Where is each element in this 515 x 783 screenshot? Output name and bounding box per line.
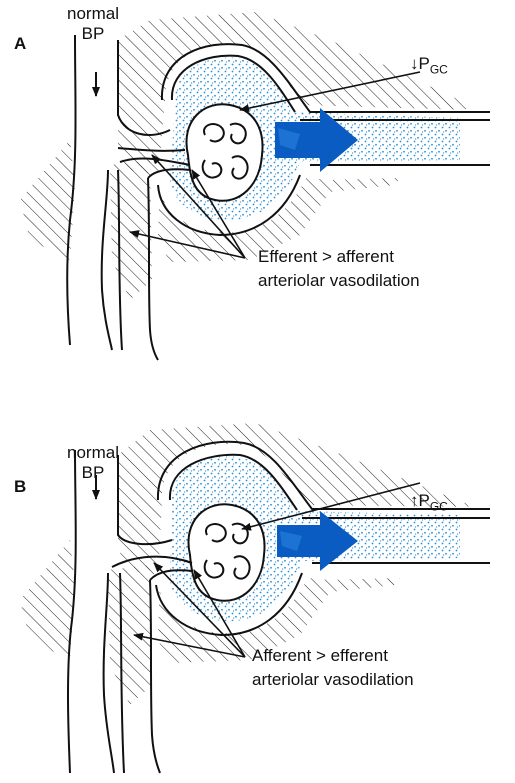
pgc-subscript: GC xyxy=(430,62,448,76)
pgc-label: ↓PGC xyxy=(410,54,448,76)
bp-label-line2: BP xyxy=(62,463,124,483)
glomerular-tuft xyxy=(186,104,262,201)
bp-label-line1: normal xyxy=(62,443,124,463)
panel-label: B xyxy=(14,477,26,497)
interstitial-tissue-strip xyxy=(110,160,152,300)
interstitial-tissue-left xyxy=(20,140,75,260)
pgc-direction-arrow: ↓ xyxy=(410,54,419,73)
bp-label-line1: normal xyxy=(62,4,124,24)
panel-b: B normal BP ↑PGC Afferent > efferent art… xyxy=(0,395,515,775)
interstitial-tissue-left xyxy=(20,540,75,660)
caption-line1: Afferent > efferent xyxy=(252,645,388,667)
panel-label: A xyxy=(14,34,26,54)
interstitial-tissue-strip xyxy=(108,565,152,705)
pgc-direction-arrow: ↑ xyxy=(410,491,419,510)
pgc-base: P xyxy=(419,54,430,73)
glomerular-tuft xyxy=(188,504,264,601)
bp-label-line2: BP xyxy=(62,24,124,44)
efferent-arteriole-outer xyxy=(102,170,112,350)
caption-line1: Efferent > afferent xyxy=(258,246,394,268)
pgc-base: P xyxy=(419,491,430,510)
panel-a: A normal BP ↓PGC Efferent > afferent art… xyxy=(0,0,515,380)
caption-line2: arteriolar vasodilation xyxy=(258,270,420,292)
pgc-label: ↑PGC xyxy=(410,491,448,513)
pgc-subscript: GC xyxy=(430,499,448,513)
caption-line2: arteriolar vasodilation xyxy=(252,669,414,691)
